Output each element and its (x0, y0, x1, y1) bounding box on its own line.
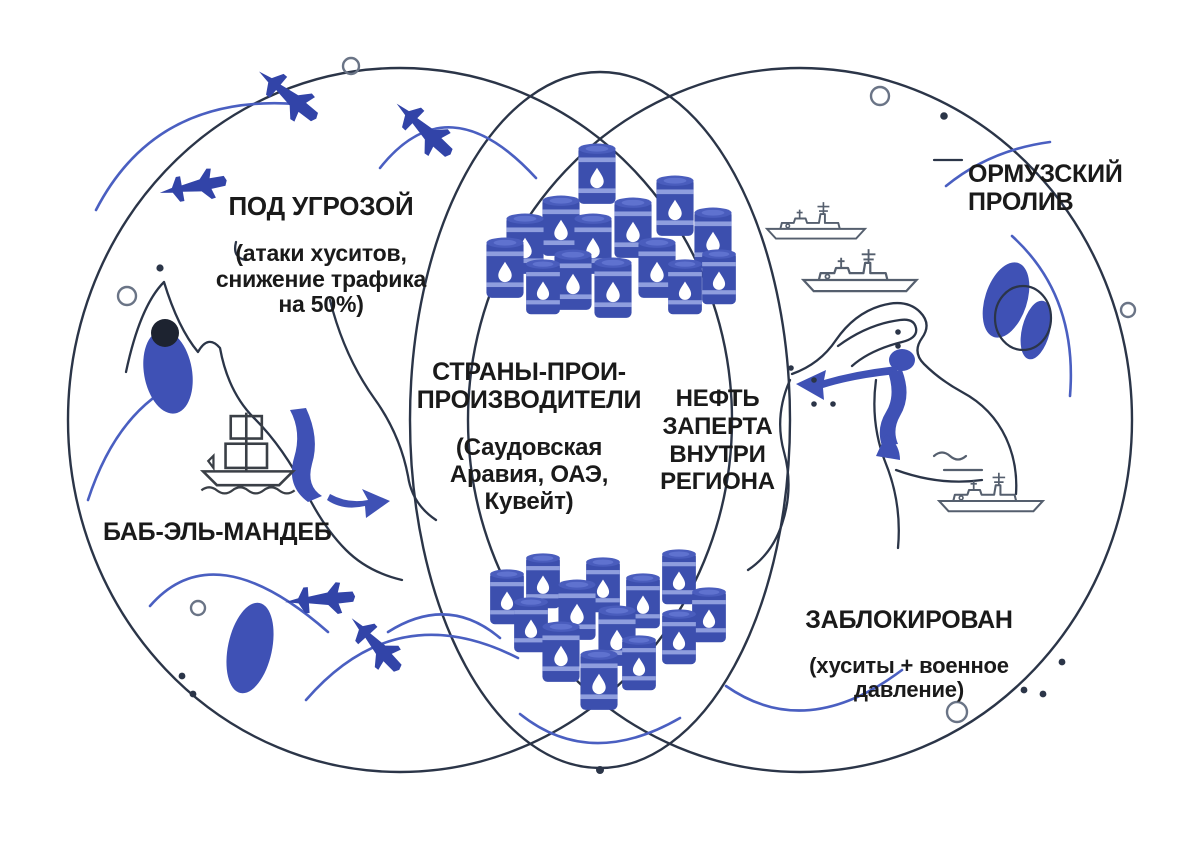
label-bab-el-mandeb: БАБ-ЭЛЬ-МАНДЕБ (103, 500, 351, 564)
venn-circle-left (66, 66, 734, 774)
label-strait-of-hormuz: ОРМУЗСКИЙ ПРОЛИВ (968, 142, 1164, 234)
barrel-cluster-top (486, 143, 736, 318)
warship-icon (802, 248, 918, 293)
decorative-dots (156, 112, 1066, 774)
label-blocked: ЗАБЛОКИРОВАН (хуситы + военное давление) (790, 588, 1028, 721)
map-dots (788, 329, 901, 407)
warship-icon (938, 471, 1044, 513)
map-marker-lower-left (226, 602, 274, 694)
warship-icon (765, 201, 867, 240)
map-marker-hormuz (982, 262, 1053, 360)
label-producer-countries-heading: СТРАНЫ-ПРОИ- ПРОИЗВОДИТЕЛИ (416, 357, 642, 414)
missile-icon (284, 580, 357, 618)
label-under-threat: ПОД УГРОЗОЙ (атаки хуситов, снижение тра… (196, 174, 446, 336)
label-producer-countries: СТРАНЫ-ПРОИ- ПРОИЗВОДИТЕЛИ (Саудовская А… (413, 340, 645, 533)
map-sketch-left (124, 240, 438, 582)
sailing-ship-icon (200, 411, 296, 495)
map-marker-bab-el-mandeb (143, 319, 193, 414)
label-oil-locked-heading: НЕФТЬ ЗАПЕРТА ВНУТРИ РЕГИОНА (660, 384, 775, 496)
decorative-circles (116, 56, 1137, 724)
map-sketch-right (746, 301, 1018, 572)
label-blocked-heading: ЗАБЛОКИРОВАН (805, 605, 1013, 634)
missile-icon (385, 91, 462, 167)
label-producer-countries-sub: (Саудовская Аравия, ОАЭ, Кувейт) (449, 433, 609, 515)
flow-arrow-left (290, 408, 390, 518)
missile-icon (248, 58, 327, 132)
barrel-cluster-bottom (490, 549, 726, 710)
sea-lines (932, 451, 984, 472)
venn-circle-right (466, 66, 1134, 774)
flow-arrows-right (796, 349, 915, 460)
label-under-threat-heading: ПОД УГРОЗОЙ (228, 190, 414, 221)
label-strait-of-hormuz-heading: ОРМУЗСКИЙ ПРОЛИВ (968, 159, 1123, 216)
label-under-threat-sub: (атаки хуситов, снижение трафика на 50%) (215, 239, 427, 318)
label-bab-el-mandeb-heading: БАБ-ЭЛЬ-МАНДЕБ (103, 517, 332, 546)
missile-icon (340, 607, 411, 681)
label-oil-locked-in-region: НЕФТЬ ЗАПЕРТА ВНУТРИ РЕГИОНА (655, 367, 780, 514)
label-blocked-sub: (хуситы + военное давление) (809, 652, 1009, 703)
